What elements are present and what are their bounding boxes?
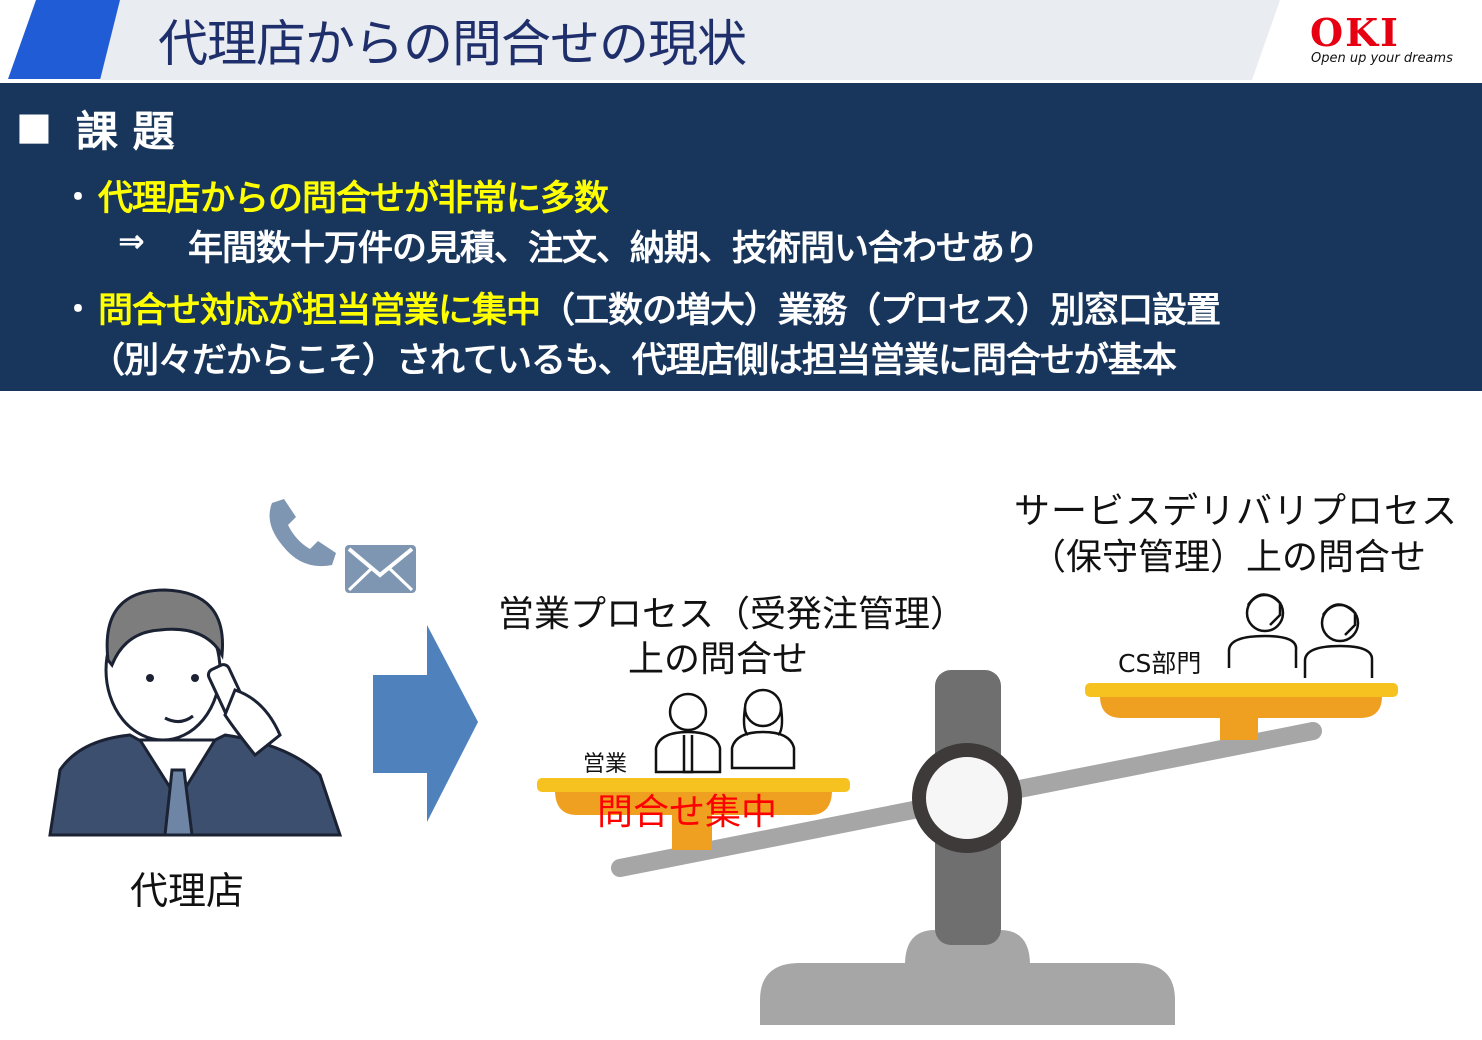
right-arrow-shape (373, 625, 478, 822)
balance-scale (537, 670, 1398, 1025)
phone-icon (269, 499, 336, 567)
title-band (100, 0, 1280, 80)
agency-label: 代理店 (130, 869, 245, 913)
concentration-label: 問合せ集中 (597, 792, 778, 833)
arrow-symbol: ⇒ (118, 222, 145, 260)
bullet: ・ (62, 178, 95, 216)
issues-heading: 課 題 (76, 107, 175, 156)
page-title: 代理店からの問合せの現状 (158, 15, 747, 73)
oki-logo: OKI (1310, 10, 1400, 55)
issue-2-line1: 問合せ対応が担当営業に集中（工数の増大）業務（プロセス）別窓口設置 (98, 282, 1221, 333)
service-process-label: サービスデリバリプロセス (1014, 491, 1459, 532)
bullet: ・ (62, 290, 95, 328)
heading-marker: ■ (16, 104, 52, 148)
envelope-icon (345, 545, 416, 593)
agent-person-illustration (48, 588, 343, 837)
issues-panel (0, 83, 1482, 391)
issue-1-highlight: 代理店からの問合せが非常に多数 (98, 179, 609, 219)
issue-2-line2: （別々だからこそ）されているも、代理店側は担当営業に問合せが基本 (90, 341, 1177, 381)
cs-staff-headset-icons (1227, 593, 1374, 678)
logo-tagline: Open up your dreams (1311, 51, 1453, 66)
issue-1-detail: 年間数十万件の見積、注文、納期、技術問い合わせあり (188, 229, 1039, 269)
issue-2-rest: （工数の増大）業務（プロセス）別窓口設置 (540, 291, 1221, 331)
service-process-label-2: （保守管理）上の問合せ (1030, 537, 1427, 578)
sales-process-label-2: 上の問合せ (628, 639, 809, 680)
sales-process-label: 営業プロセス（受発注管理） (498, 594, 967, 635)
sales-staff-icons (654, 688, 796, 774)
sales-label: 営業 (583, 752, 628, 777)
issue-2-highlight: 問合せ対応が担当営業に集中 (98, 291, 541, 331)
cs-department-label: CS部門 (1118, 649, 1202, 678)
